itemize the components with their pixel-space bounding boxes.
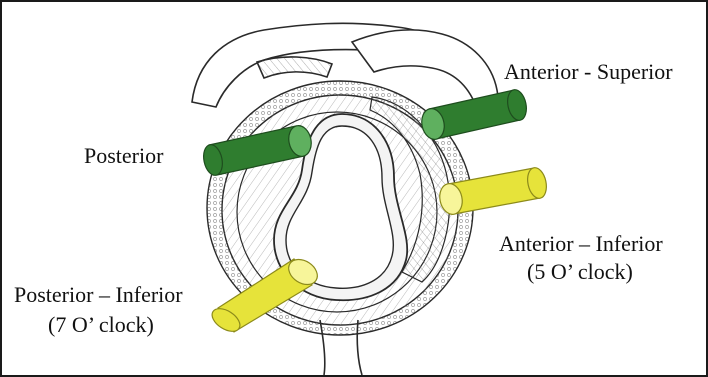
label-posterior: Posterior bbox=[84, 142, 163, 169]
label-posterior-inferior: Posterior – Inferior bbox=[14, 281, 183, 308]
label-anterior-superior: Anterior - Superior bbox=[504, 58, 673, 85]
label-posterior-inferior-clock: (7 O’ clock) bbox=[48, 311, 154, 338]
label-anterior-inferior: Anterior – Inferior bbox=[499, 230, 663, 257]
label-anterior-inferior-clock: (5 O’ clock) bbox=[527, 258, 633, 285]
